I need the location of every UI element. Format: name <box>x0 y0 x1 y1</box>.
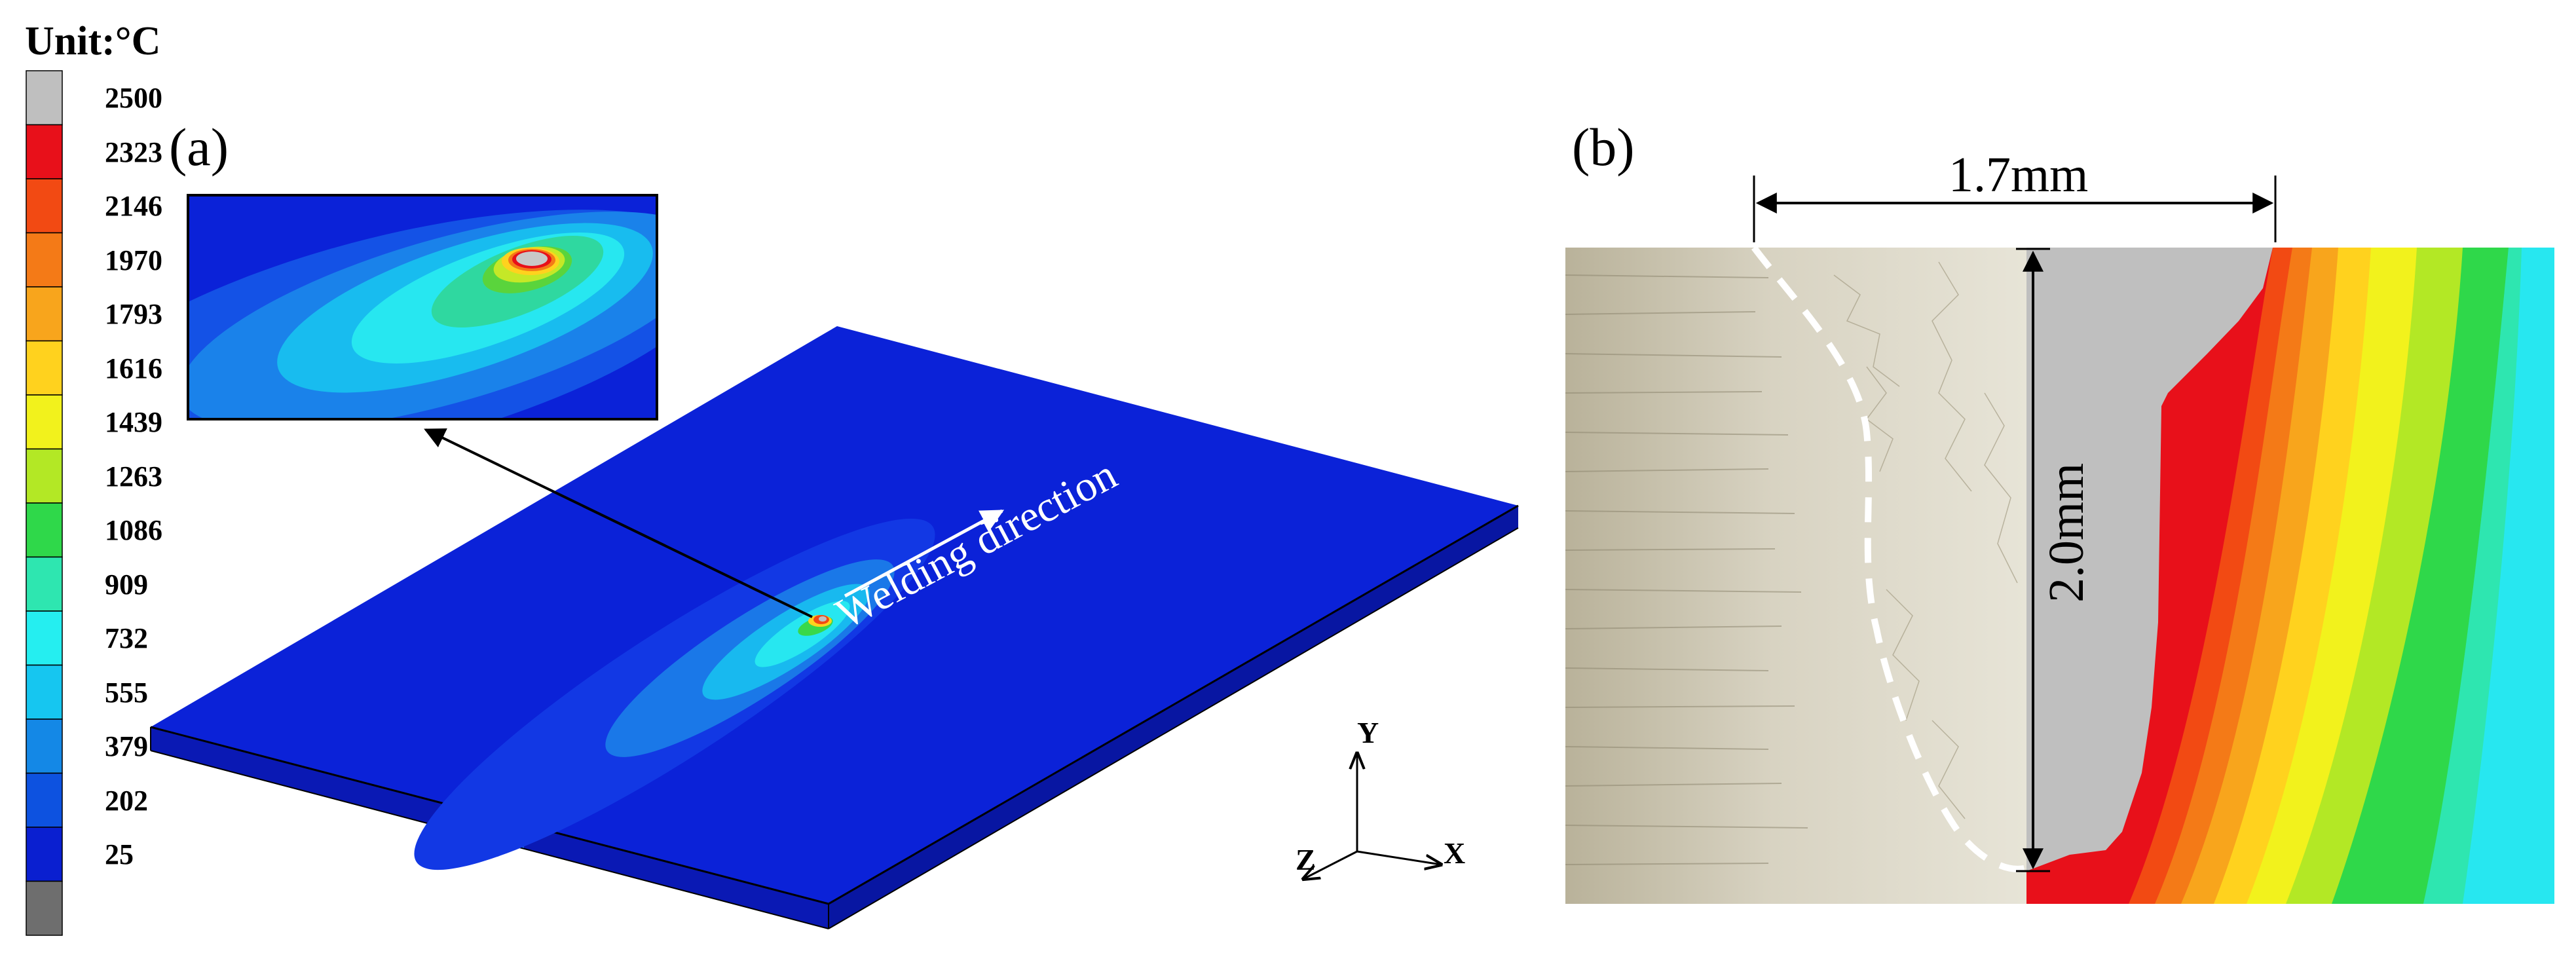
legend-swatch-1970 <box>26 232 63 288</box>
legend-swatch-1086 <box>26 502 63 558</box>
legend-swatch-1793 <box>26 286 63 342</box>
axis-label-y: Y <box>1357 716 1379 749</box>
legend-swatch-1439 <box>26 394 63 450</box>
dimensions <box>1753 176 2277 872</box>
panel-b-label: (b) <box>1572 117 1635 177</box>
legend-swatch-25 <box>26 827 63 882</box>
depth-dimension-label: 2.0mm <box>2039 462 2094 603</box>
legend-tick-2323: 2323 <box>105 136 162 168</box>
legend-title: Unit:°C <box>25 19 161 64</box>
zoom-inset <box>187 194 813 618</box>
legend-swatch-202 <box>26 772 63 828</box>
legend-swatch-below-min <box>26 880 63 936</box>
legend-tick-202: 202 <box>105 784 148 817</box>
legend-tick-379: 379 <box>105 730 148 762</box>
legend-swatch-379 <box>26 718 63 774</box>
inset-field-2500 <box>516 252 548 266</box>
legend-swatch-732 <box>26 610 63 666</box>
micrograph-texture <box>1565 248 2026 872</box>
field-2500 <box>819 616 827 622</box>
legend-tick-732: 732 <box>105 622 148 654</box>
legend-tick-2146: 2146 <box>105 190 162 222</box>
plate-side-face <box>829 506 1518 929</box>
welding-direction-arrow <box>844 509 1005 598</box>
micrograph-background <box>1565 248 2026 904</box>
legend-tick-2500: 2500 <box>105 82 162 114</box>
legend-swatch-555 <box>26 664 63 720</box>
legend-tick-1616: 1616 <box>105 352 162 384</box>
legend-swatch-1263 <box>26 448 63 504</box>
sim-molten-zone-2500 <box>2026 248 2273 871</box>
legend-swatch-2146 <box>26 178 63 234</box>
simulated-section <box>2026 248 2554 904</box>
panel-a-label: (a) <box>169 117 229 177</box>
plate-temperature-field <box>414 518 935 870</box>
z-axis-line <box>1303 850 1358 879</box>
legend-tick-25: 25 <box>105 838 134 870</box>
legend-swatch-1616 <box>26 340 63 396</box>
axis-label-z: Z <box>1296 843 1316 876</box>
legend-tick-1793: 1793 <box>105 298 162 330</box>
plate-3d <box>150 326 1519 929</box>
legend-tick-1439: 1439 <box>105 406 162 438</box>
plate-edge-right <box>828 527 1519 929</box>
x-axis-line <box>1356 850 1441 865</box>
axis-label-x: X <box>1444 836 1466 870</box>
coordinate-triad <box>1303 753 1441 879</box>
width-dimension-label: 1.7mm <box>1949 147 2089 202</box>
legend-tick-555: 555 <box>105 676 148 709</box>
inset-pointer-arrow <box>424 428 813 618</box>
legend-tick-1086: 1086 <box>105 514 162 546</box>
inset-border <box>187 194 658 420</box>
fusion-boundary-dashed <box>1751 248 2026 872</box>
legend-tick-909: 909 <box>105 568 148 601</box>
legend-swatch-909 <box>26 556 63 612</box>
legend-tick-1970: 1970 <box>105 244 162 276</box>
legend-tick-1263: 1263 <box>105 460 162 493</box>
legend-swatch-2323 <box>26 124 63 179</box>
micrograph <box>1565 248 2026 904</box>
legend-swatch-2500 <box>26 70 63 126</box>
legend-color-bar <box>26 70 63 936</box>
sim-field-909 <box>2423 248 2522 904</box>
